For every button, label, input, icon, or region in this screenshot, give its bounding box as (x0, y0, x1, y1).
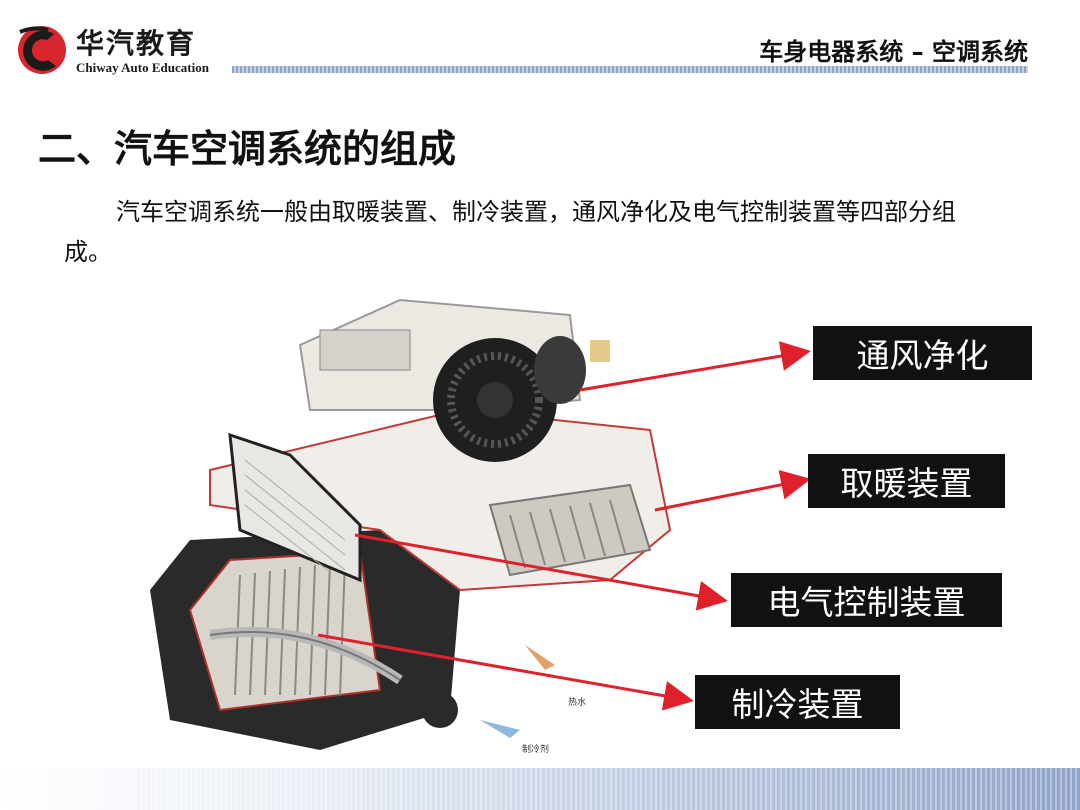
label-heating: 取暖装置 (808, 454, 1005, 508)
logo-english-name: Chiway Auto Education (76, 60, 209, 75)
arrow-ventilation (579, 341, 811, 392)
label-ventilation: 通风净化 (813, 326, 1032, 380)
refrigerant-tag: 制冷剂 (522, 745, 550, 755)
intro-paragraph: 汽车空调系统一般由取暖装置、制冷装置，通风净化及电气控制装置等四部分组成。 (64, 198, 956, 266)
footer-bar (0, 768, 1080, 810)
arrow-electric (354, 533, 728, 611)
logo: 华汽教育 Chiway Auto Education (14, 20, 234, 80)
label-electric-control: 电气控制装置 (731, 573, 1002, 627)
label-cooling: 制冷装置 (695, 675, 900, 729)
hot-water-tag: 热水 (568, 698, 587, 708)
header-divider (232, 66, 1028, 73)
ac-unit-illustration (150, 298, 672, 750)
header-title: 车身电器系统 – 空调系统 (759, 38, 1028, 66)
arrow-cooling (317, 633, 694, 711)
arrow-heating (654, 469, 811, 512)
slide-heading: 二、汽车空调系统的组成 (38, 127, 457, 171)
chiway-logo-icon (18, 26, 66, 74)
logo-chinese-name: 华汽教育 (76, 27, 197, 60)
